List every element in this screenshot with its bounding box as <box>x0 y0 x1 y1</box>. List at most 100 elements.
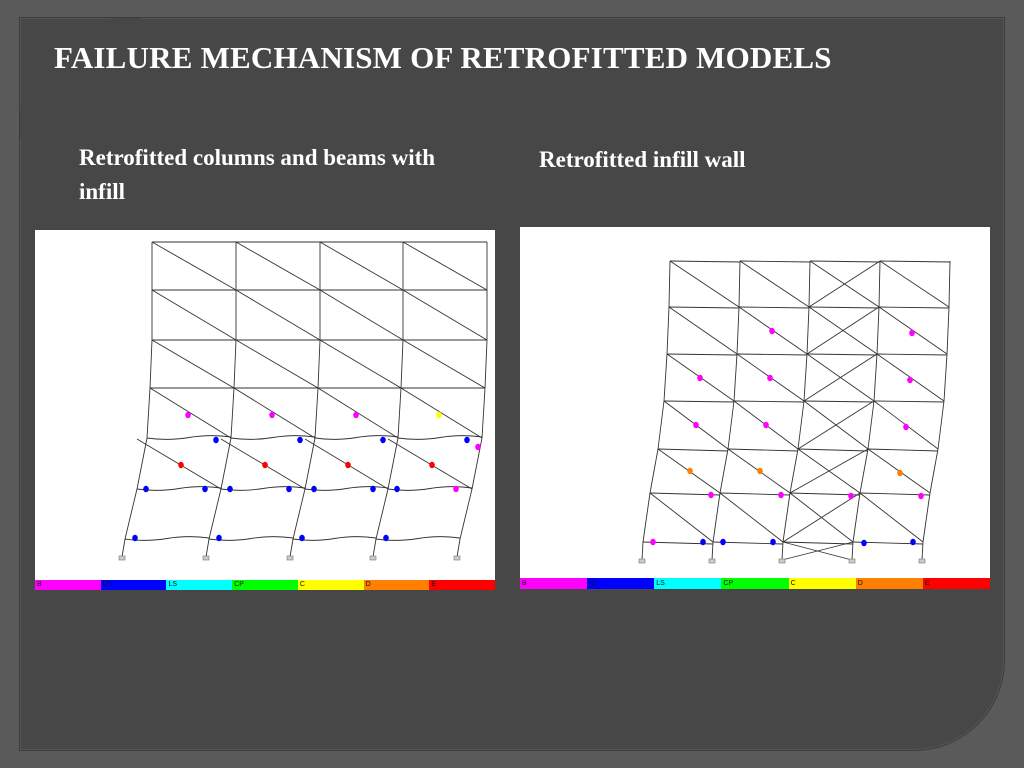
legend-segment-ls: LS <box>166 580 233 590</box>
hinge-c <box>436 411 442 419</box>
x-brace <box>809 260 880 308</box>
hinge-d <box>897 469 903 477</box>
column <box>292 488 306 540</box>
column <box>921 541 924 561</box>
column <box>929 448 939 494</box>
infill-strut <box>649 492 714 543</box>
hinge-b <box>269 411 275 419</box>
hinge-b <box>650 538 656 546</box>
column <box>314 387 319 439</box>
beam <box>739 260 811 263</box>
hinge-e <box>262 461 268 469</box>
beam <box>230 435 316 440</box>
hinge-io <box>311 485 317 493</box>
hinge-d <box>687 467 693 475</box>
beam <box>797 448 869 452</box>
hinge-b <box>353 411 359 419</box>
legend-segment-d: D <box>363 580 430 590</box>
infill-strut <box>151 339 235 389</box>
column <box>649 448 659 494</box>
beam <box>208 536 294 541</box>
column <box>121 538 126 558</box>
column <box>397 387 402 439</box>
hinge-e <box>178 461 184 469</box>
column <box>733 353 738 402</box>
x-brace <box>797 448 861 494</box>
support-base <box>848 558 856 564</box>
column <box>711 541 714 561</box>
hinge-b <box>848 492 854 500</box>
infill-strut <box>859 492 924 543</box>
legend-segment-cp: CP <box>721 578 789 589</box>
column <box>220 437 232 490</box>
beam <box>304 486 389 491</box>
column <box>943 353 948 402</box>
hinge-io <box>370 485 376 493</box>
column <box>289 538 294 558</box>
infill-strut <box>668 306 738 355</box>
infill-strut <box>319 339 402 389</box>
column <box>806 306 810 355</box>
hinge-d <box>757 467 763 475</box>
column <box>149 339 153 389</box>
column <box>859 448 869 494</box>
column <box>712 492 721 543</box>
hinge-e <box>345 461 351 469</box>
beam <box>736 353 808 356</box>
column <box>851 541 854 561</box>
beam <box>136 486 222 491</box>
support-base <box>708 558 716 564</box>
legend-segment-b: B <box>35 580 101 590</box>
column <box>387 437 399 490</box>
column <box>146 387 151 439</box>
left-subtitle: Retrofitted columns and beams with infil… <box>79 145 436 204</box>
hinge-b <box>903 423 909 431</box>
infill-strut <box>235 289 321 341</box>
column <box>205 538 210 558</box>
legend-segment-cp: CP <box>232 580 298 590</box>
column <box>233 339 237 389</box>
column <box>641 541 644 561</box>
column <box>484 339 488 389</box>
hinge-io <box>202 485 208 493</box>
column <box>781 541 784 561</box>
x-brace <box>782 541 853 561</box>
hinge-io <box>910 538 916 546</box>
hinge-b <box>693 421 699 429</box>
hinge-b <box>907 376 913 384</box>
column <box>736 306 740 355</box>
infill-strut <box>400 387 483 439</box>
infill-strut <box>719 492 784 543</box>
beam <box>657 448 729 452</box>
beam <box>292 536 377 541</box>
legend-segment-e: E <box>429 580 496 590</box>
hinge-b <box>918 492 924 500</box>
infill-strut <box>233 387 316 439</box>
hinge-io <box>297 436 303 444</box>
column <box>789 448 799 494</box>
beam <box>859 492 931 496</box>
infill-strut <box>402 241 488 291</box>
beam <box>876 353 948 356</box>
infill-strut <box>402 289 488 341</box>
hinge-io <box>380 436 386 444</box>
x-brace <box>803 400 869 450</box>
column <box>459 488 473 540</box>
infill-strut <box>319 289 404 341</box>
beam <box>879 260 951 263</box>
right-frame-diagram <box>638 260 951 564</box>
legend-segment-c: C <box>297 580 364 590</box>
beam <box>387 486 473 491</box>
column <box>481 387 486 439</box>
beam <box>738 306 810 309</box>
support-base <box>118 555 126 561</box>
beam <box>782 541 854 545</box>
column <box>456 538 461 558</box>
hinge-io <box>286 485 292 493</box>
hinge-b <box>769 327 775 335</box>
hinge-io <box>770 538 776 546</box>
infill-strut <box>402 339 486 389</box>
beam <box>803 400 875 403</box>
